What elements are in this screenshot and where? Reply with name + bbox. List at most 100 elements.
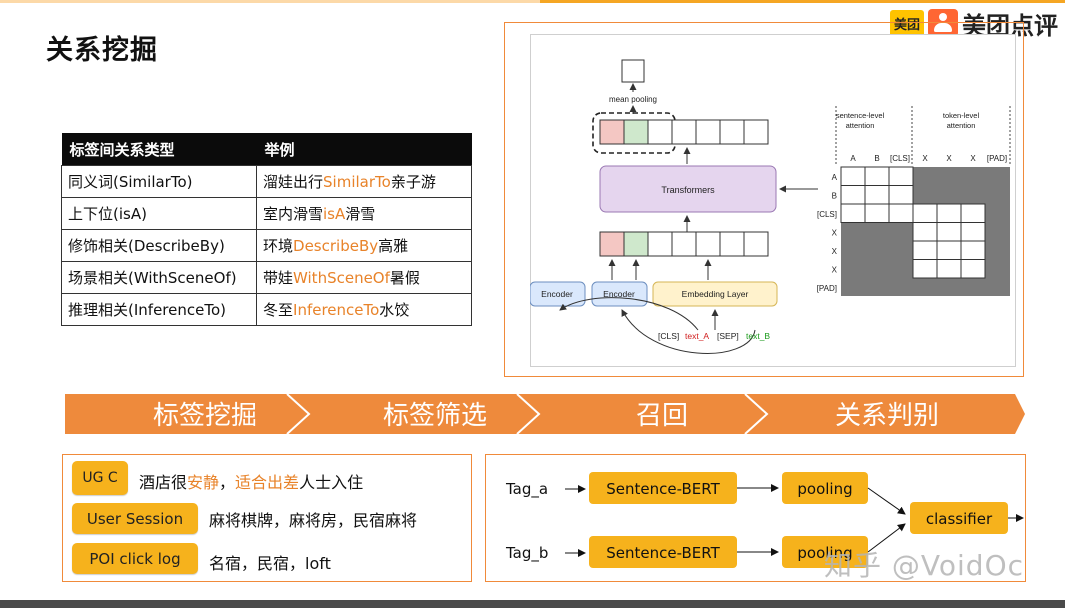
example-text: 冬至 (263, 301, 294, 319)
example-text: 环境 (263, 237, 294, 255)
encoder-label: Encoder (541, 289, 573, 299)
pipeline-step-recall: 召回 (636, 401, 688, 431)
zhihu-watermark: 知乎 @VoidOc (824, 549, 1024, 582)
attention-row-label: A (832, 173, 838, 182)
attention-cell (936, 203, 962, 223)
relation-type-cell: 同义词(SimilarTo) (61, 165, 257, 198)
example-relation: InferenceTo (293, 301, 380, 319)
attention-row-label: X (832, 266, 838, 275)
classifier-block (910, 502, 1008, 534)
pooling-b-block (782, 536, 868, 568)
table-header-row: 标签间关系类型 举例 (61, 133, 472, 166)
attention-cell (864, 166, 890, 186)
relation-example-cell: 环境DescribeBy高雅 (256, 229, 472, 262)
tag-a-label: Tag_a (505, 480, 548, 499)
attention-cell (960, 240, 986, 260)
source-user-session-example: 麻将棋牌，麻将房，民宿麻将 (209, 511, 418, 530)
example-relation: isA (323, 205, 346, 223)
tag-b-label: Tag_b (505, 544, 548, 563)
example-text: 水饺 (379, 301, 410, 319)
bottom-bar (0, 600, 1065, 608)
attention-col-label: [CLS] (890, 154, 910, 163)
encoder-label: Encoder (603, 289, 635, 299)
relation-example-cell: 室内滑雪isA滑雪 (256, 197, 472, 230)
attention-cell (936, 222, 962, 242)
top-accent-bar-light (0, 0, 540, 3)
source-poi-click-log-button[interactable]: POI click log (72, 543, 198, 574)
tag-source-panel (62, 454, 472, 582)
attention-cell (888, 166, 914, 186)
relation-example-cell: 溜娃出行SimilarTo亲子游 (256, 165, 472, 198)
sentence-bert-label: Sentence-BERT (606, 480, 720, 498)
table-header-type: 标签间关系类型 (61, 133, 257, 166)
attention-cell (864, 203, 890, 223)
output-node (621, 59, 645, 83)
input-cls: [CLS] (658, 331, 679, 341)
classifier-label: classifier (926, 510, 993, 528)
attention-mask-matrix (840, 166, 1010, 296)
input-sep: [SEP] (717, 331, 739, 341)
sentence-bert-a-block (589, 472, 737, 504)
attention-cell (912, 203, 938, 223)
relation-example-cell: 冬至InferenceTo水饺 (256, 293, 472, 326)
example-text: 亲子游 (390, 173, 436, 191)
model-diagram-frame (504, 22, 1024, 377)
attention-cell (840, 203, 866, 223)
example-text: 溜娃出行 (263, 173, 324, 191)
attention-cell (912, 240, 938, 260)
pipeline-banner: 标签挖掘 标签筛选 召回 关系判别 (65, 394, 1025, 435)
classifier-flow-diagram: Tag_a Sentence-BERT pooling Tag_b Senten… (505, 472, 1024, 568)
attention-col-label: A (850, 154, 856, 163)
attention-row-label: B (832, 192, 837, 201)
embedding-layer-block (652, 281, 778, 307)
attention-cell (960, 203, 986, 223)
relation-type-cell: 上下位(isA) (61, 197, 257, 230)
relation-example-cell: 带娃WithSceneOf暑假 (256, 261, 472, 294)
pipeline-step-mining: 标签挖掘 (153, 401, 257, 431)
input-token-row (599, 231, 769, 257)
attention-row-label: [CLS] (817, 210, 837, 219)
example-text: 带娃 (263, 269, 294, 287)
source-ugc-button[interactable]: UG C (72, 461, 128, 495)
relation-type-cell: 修饰相关(DescribeBy) (61, 229, 257, 262)
table-row: 同义词(SimilarTo) 溜娃出行SimilarTo亲子游 (61, 165, 472, 198)
meituan-dianping-logo: 美团 美团点评 (890, 8, 1058, 40)
attention-col-label: X (922, 154, 928, 163)
example-text: 滑雪 (345, 205, 376, 223)
table-row: 推理相关(InferenceTo) 冬至InferenceTo水饺 (61, 293, 472, 326)
relation-type-table: 标签间关系类型 举例 同义词(SimilarTo) 溜娃出行SimilarTo亲… (61, 133, 472, 326)
attention-col-label: B (874, 154, 879, 163)
table-header-example: 举例 (256, 133, 472, 166)
source-user-session-button[interactable]: User Session (72, 503, 198, 534)
classifier-flow-panel (485, 454, 1026, 582)
pooling-a-block (782, 472, 868, 504)
attention-cell (936, 259, 962, 279)
transformers-block (599, 165, 777, 213)
attention-cell (888, 203, 914, 223)
pipeline-step-filtering: 标签筛选 (383, 401, 487, 431)
relation-type-cell: 推理相关(InferenceTo) (61, 293, 257, 326)
example-relation: DescribeBy (293, 237, 379, 255)
attention-row-labels: AB[CLS]XXX[PAD] (817, 173, 838, 293)
attention-cell (936, 240, 962, 260)
output-token-row (599, 119, 769, 145)
input-text-a: text_A (685, 331, 709, 341)
attention-row-label: X (832, 229, 838, 238)
source-poi-click-log-example: 名宿，民宿，loft (209, 554, 331, 573)
attention-cell (888, 185, 914, 205)
pooling-label: pooling (797, 480, 852, 498)
example-text: 暑假 (389, 269, 420, 287)
attention-col-label: [PAD] (987, 154, 1007, 163)
example-relation: SimilarTo (323, 173, 391, 191)
table-row: 场景相关(WithSceneOf) 带娃WithSceneOf暑假 (61, 261, 472, 294)
example-text: 高雅 (378, 237, 409, 255)
sentence-bert-label: Sentence-BERT (606, 544, 720, 562)
meituan-logo: 美团 (890, 9, 925, 37)
dianping-person-icon (928, 9, 959, 37)
relation-type-cell: 场景相关(WithSceneOf) (61, 261, 257, 294)
source-ugc-example: 酒店很安静，适合出差人士入住 (139, 473, 364, 492)
embedding-layer-label: Embedding Layer (682, 289, 749, 299)
sentence-bert-b-block (589, 536, 737, 568)
attention-col-label: X (946, 154, 952, 163)
